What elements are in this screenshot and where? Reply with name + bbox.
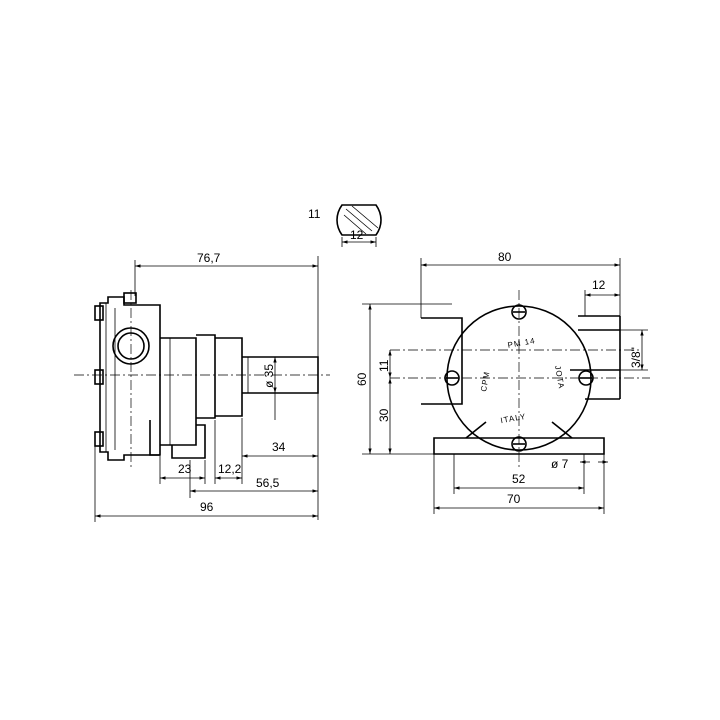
height-30-dimension: 30 (377, 408, 391, 422)
front-view: PM 14 CPM JOTA ITALY 80 12 3/8" 60 11 30 (355, 250, 650, 514)
key-width-dimension: 12 (350, 228, 364, 242)
height-11-dimension: 11 (377, 359, 391, 372)
hole-spacing-dimension: 52 (512, 472, 526, 486)
height-60-dimension: 60 (355, 372, 369, 386)
key-height-dimension: 11 (308, 207, 321, 221)
port-thread-dimension: 3/8" (629, 347, 643, 368)
dimension-56-5: 56,5 (256, 476, 280, 490)
cover-brand-marking: CPM (479, 370, 491, 392)
dimension-23: 23 (178, 462, 192, 476)
side-view: 76,7 ø 35 34 23 12,2 56,5 96 (74, 251, 330, 522)
cover-model-marking: PM 14 (507, 336, 536, 350)
base-width-dimension: 70 (507, 492, 521, 506)
shaft-diameter-dimension: ø 35 (262, 364, 276, 388)
dimension-12-2: 12,2 (218, 462, 242, 476)
side-length-dimension: 76,7 (197, 251, 221, 265)
hole-diameter-dimension: ø 7 (551, 457, 569, 471)
port-offset-dimension: 12 (592, 278, 606, 292)
shaft-length-dimension: 34 (272, 440, 286, 454)
cover-origin-marking: ITALY (500, 412, 527, 425)
shaft-key-section: 12 11 (308, 204, 382, 247)
cover-maker-marking: JOTA (553, 365, 566, 390)
overall-length-dimension: 96 (200, 500, 214, 514)
front-width-dimension: 80 (498, 250, 512, 264)
cover-bolts (444, 304, 594, 452)
